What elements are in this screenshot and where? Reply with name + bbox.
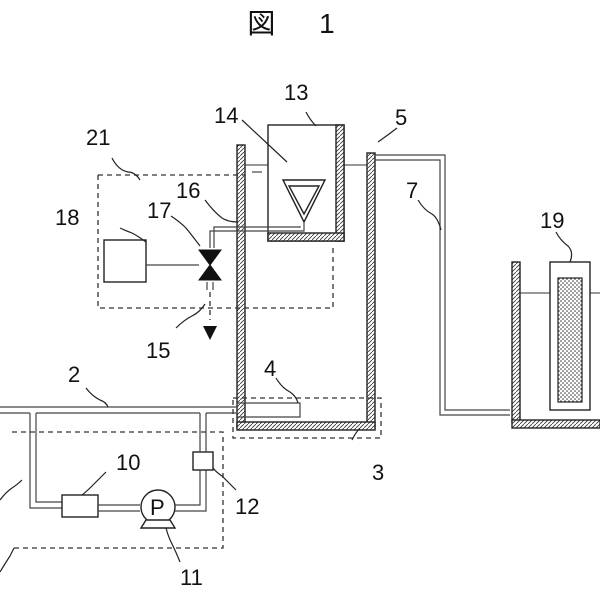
leader-19 [555,231,573,263]
secondary-tank-left-wall [511,261,521,423]
funnel-inner [287,185,321,216]
transfer-pipe-outer [375,154,510,411]
controller-box [103,239,147,283]
overflow-box-right-wall [335,124,345,242]
valve [198,249,222,281]
drain-pipe [209,226,305,248]
secondary-tank [511,261,600,429]
pump-base [139,519,177,529]
label-17: 17 [147,198,171,223]
label-2: 2 [68,362,80,387]
leader-10 [81,471,107,496]
label-5: 5 [395,105,407,130]
figure-title: 図 1 [247,8,353,39]
label-11: 11 [180,565,203,590]
leader-2 [85,387,109,408]
label-14: 14 [214,103,238,128]
overflow-box-bottom-wall [267,232,345,242]
leader-13 [305,111,317,127]
leader-3 [351,427,361,441]
label-3: 3 [372,460,384,485]
leader-16 [204,199,239,223]
leader-11 [165,527,181,563]
loop-pipe-right [175,470,207,512]
main-tank-left-wall [236,144,246,429]
circulation-unit-boundary [12,431,224,549]
inlet-nozzle [237,402,301,418]
label-4: 4 [264,356,276,381]
label-16: 16 [176,178,200,203]
leader-17 [170,215,201,247]
leader-14 [241,119,288,163]
leader-left-lower [0,547,15,573]
leader-15 [175,303,206,329]
main-tank-bottom-wall [236,421,376,431]
drain-outlet [203,282,217,340]
drain-pipe-outer [209,228,305,248]
label-7: 7 [406,178,418,203]
sensor-unit [192,451,214,471]
leader-7 [417,199,442,231]
leader-21 [111,157,141,181]
leader-left-upper [0,479,23,501]
loop-pipe-left-inner [35,413,62,503]
label-21: 21 [86,125,110,150]
valve-top [198,249,222,266]
control-unit-boundary [97,174,334,309]
drain-stub [206,282,214,290]
leader-18 [119,227,147,243]
drain-arrow-icon [203,326,217,340]
pump-symbol: P [150,495,165,520]
loop-pipe-mid [98,504,140,512]
loop-pipe-left [29,413,62,509]
label-13: 13 [284,80,308,105]
label-10: 10 [116,450,140,475]
overflow-box [267,124,345,242]
transfer-pipe-inner [375,159,510,416]
drain-pipe-inner [213,226,301,248]
filter-unit [61,494,99,518]
label-18: 18 [55,205,79,230]
label-19: 19 [540,208,564,233]
label-12: 12 [235,494,259,519]
leader-5 [377,127,398,143]
main-tank-right-wall [366,152,376,429]
valve-bottom [198,264,222,281]
leader-12 [212,467,237,491]
label-15: 15 [146,338,170,363]
leader-4 [275,377,299,404]
inlet-region [232,397,382,439]
electrode-element [557,277,583,403]
secondary-tank-bottom-wall [511,419,600,429]
